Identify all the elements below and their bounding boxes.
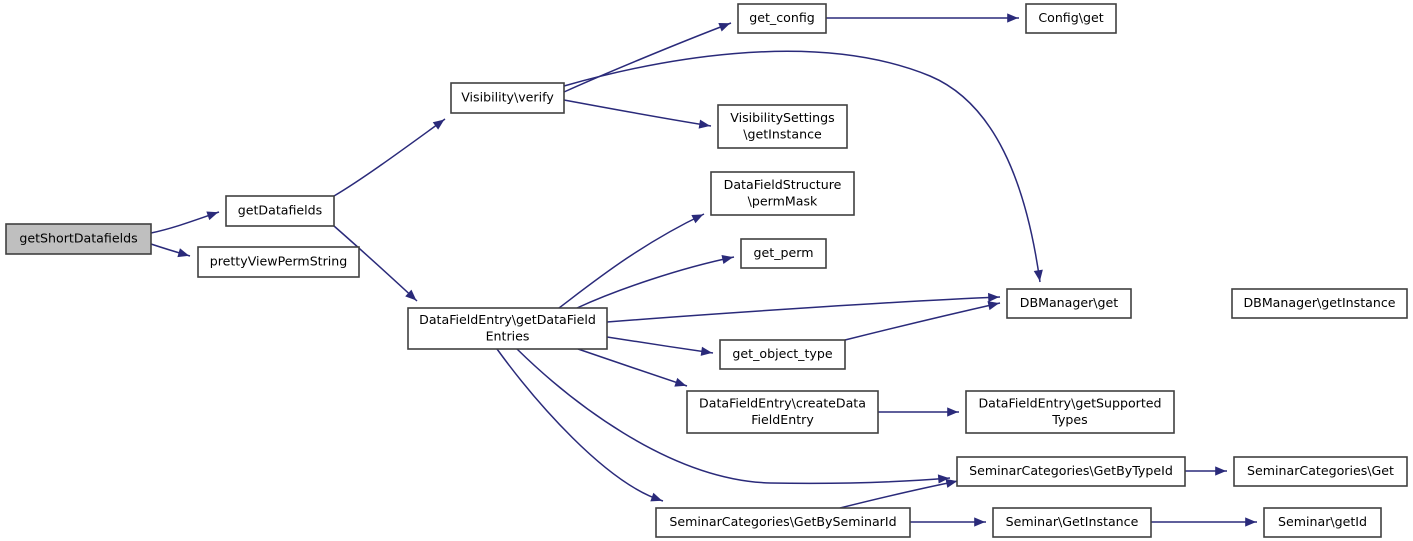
call-edge [606, 292, 1001, 323]
call-edge [496, 348, 664, 502]
arrowhead-icon [405, 289, 417, 301]
call-edge [333, 118, 446, 197]
arrowhead-icon [691, 214, 704, 224]
arrowhead-icon [1007, 13, 1019, 23]
call-edge [150, 243, 191, 258]
node-box[interactable] [655, 507, 911, 538]
node-box[interactable] [1231, 288, 1408, 319]
arrowhead-icon [674, 377, 687, 387]
graph-node-getShortDatafields[interactable]: getShortDatafieldsgetShortDatafields [5, 223, 152, 255]
graph-node-DataFieldEntryGetDataFieldEntries[interactable]: DataFieldEntry\getDataFieldEntriesDataFi… [407, 307, 608, 350]
node-box[interactable] [5, 223, 152, 255]
call-edge [333, 225, 418, 302]
graph-node-VisibilitySettingsGetInstance[interactable]: VisibilitySettings\getInstanceVisibility… [717, 104, 848, 149]
call-edge [563, 50, 1043, 283]
arrowhead-icon [1245, 517, 1257, 527]
graph-node-DBManagerGetInstance[interactable]: DBManager\getInstanceDBManager\getInstan… [1231, 288, 1408, 319]
call-edge [577, 348, 688, 387]
graph-node-SeminarCategoriesGetBySeminarId[interactable]: SeminarCategories\GetBySeminarIdSeminarC… [655, 507, 911, 538]
arrowhead-icon [206, 211, 219, 221]
node-box[interactable] [710, 171, 855, 216]
graph-node-SeminarGetId[interactable]: Seminar\getIdSeminar\getId [1263, 507, 1382, 538]
arrowhead-icon [1215, 466, 1227, 476]
node-box[interactable] [737, 3, 827, 34]
arrowhead-icon [721, 254, 734, 264]
call-edge [878, 407, 959, 417]
arrowhead-icon [947, 407, 959, 417]
arrowhead-icon [987, 301, 1000, 311]
node-box[interactable] [225, 195, 335, 227]
graph-node-DataFieldEntryCreateDataFieldEntry[interactable]: DataFieldEntry\createDataFieldEntryDataF… [686, 390, 879, 434]
graph-node-DataFieldStructurePermMask[interactable]: DataFieldStructure\permMaskDataFieldStru… [710, 171, 855, 216]
nodes-layer: getShortDatafieldsgetShortDatafields getD… [5, 3, 1408, 538]
call-edge [1151, 517, 1257, 527]
call-edge [558, 213, 705, 309]
graph-node-get_object_type[interactable]: get_object_typeget_object_type [719, 339, 846, 370]
call-edge [844, 301, 1001, 341]
node-box[interactable] [1006, 288, 1132, 319]
graph-node-get_config[interactable]: get_configget_config [737, 3, 827, 34]
call-edge [563, 99, 712, 129]
arrowhead-icon [718, 22, 731, 32]
arrowhead-icon [988, 292, 1000, 303]
node-box[interactable] [965, 390, 1175, 434]
call-edge [910, 517, 986, 527]
graph-node-VisibilityVerify[interactable]: Visibility\verifyVisibility\verify [450, 82, 565, 114]
node-box[interactable] [992, 507, 1152, 538]
node-box[interactable] [1263, 507, 1382, 538]
arrowhead-icon [432, 119, 445, 130]
arrowhead-icon [700, 346, 713, 356]
edges-layer [150, 13, 1257, 527]
node-box[interactable] [717, 104, 848, 149]
arrowhead-icon [1033, 269, 1043, 282]
call-edge [150, 211, 220, 234]
call-edge [576, 254, 735, 309]
arrowhead-icon [177, 248, 190, 258]
call-edge [563, 22, 732, 93]
node-box[interactable] [407, 307, 608, 350]
node-box[interactable] [686, 390, 879, 434]
arrowhead-icon [945, 478, 958, 488]
node-box[interactable] [1025, 3, 1117, 34]
arrowhead-icon [974, 517, 986, 527]
node-box[interactable] [956, 456, 1186, 487]
graph-node-get_perm[interactable]: get_permget_perm [740, 238, 827, 269]
arrowhead-icon [650, 492, 663, 502]
call-edge [516, 348, 951, 485]
node-box[interactable] [197, 246, 360, 278]
node-box[interactable] [740, 238, 827, 269]
graph-node-SeminarCategoriesGetByTypeId[interactable]: SeminarCategories\GetByTypeIdSeminarCate… [956, 456, 1186, 487]
graph-node-getDatafields[interactable]: getDatafieldsgetDatafields [225, 195, 335, 227]
call-edge [606, 336, 714, 356]
graph-node-SeminarCategoriesGet[interactable]: SeminarCategories\GetSeminarCategories\G… [1233, 456, 1408, 487]
arrowhead-icon [937, 474, 950, 484]
node-box[interactable] [450, 82, 565, 114]
call-edge [839, 478, 959, 509]
node-box[interactable] [719, 339, 846, 370]
call-edge [826, 13, 1019, 23]
graph-node-prettyViewPermString[interactable]: prettyViewPermStringprettyViewPermString [197, 246, 360, 278]
call-edge [1185, 466, 1227, 476]
node-box[interactable] [1233, 456, 1408, 487]
graph-node-DataFieldEntryGetSupportedTypes[interactable]: DataFieldEntry\getSupportedTypesDataFiel… [965, 390, 1175, 434]
graph-node-Configget[interactable]: Config\getConfig\get [1025, 3, 1117, 34]
arrowhead-icon [698, 119, 711, 129]
